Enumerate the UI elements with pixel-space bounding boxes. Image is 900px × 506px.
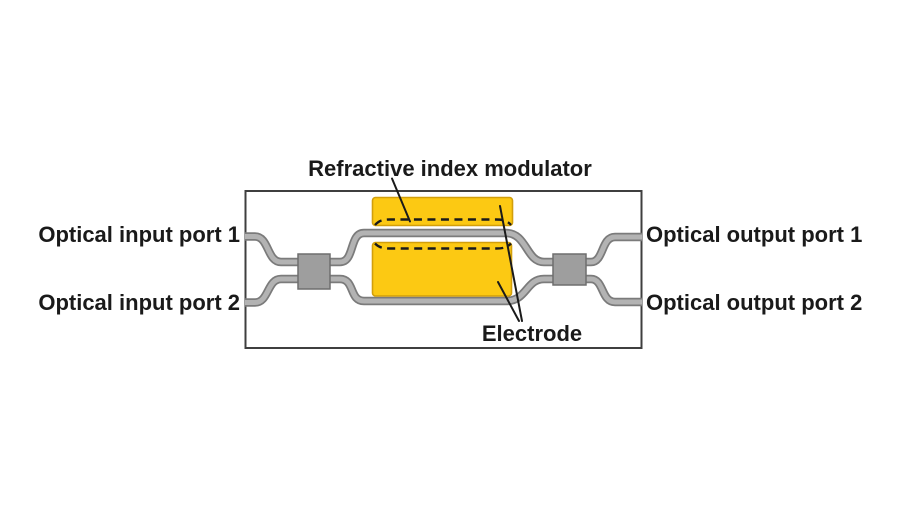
waveguide-lower bbox=[245, 276, 642, 305]
pointer-line-electrode-bottom bbox=[497, 281, 520, 322]
label-optical-input-port-1: Optical input port 1 bbox=[38, 222, 240, 247]
directional-coupler-right bbox=[552, 253, 587, 286]
directional-coupler-left bbox=[297, 253, 331, 290]
electrode-bottom-dashed-line bbox=[374, 242, 512, 250]
pointer-line-modulator bbox=[391, 177, 411, 223]
label-optical-output-port-1: Optical output port 1 bbox=[646, 222, 862, 247]
title-refractive-index-modulator: Refractive index modulator bbox=[308, 156, 592, 181]
label-optical-input-port-2: Optical input port 2 bbox=[38, 290, 240, 315]
electrode-top bbox=[371, 196, 514, 227]
label-optical-output-port-2: Optical output port 2 bbox=[646, 290, 862, 315]
pointer-line-electrode-top bbox=[499, 205, 523, 322]
electrode-top-dashed-line bbox=[374, 218, 512, 226]
label-electrode: Electrode bbox=[482, 321, 582, 346]
electrode-bottom bbox=[371, 241, 513, 297]
